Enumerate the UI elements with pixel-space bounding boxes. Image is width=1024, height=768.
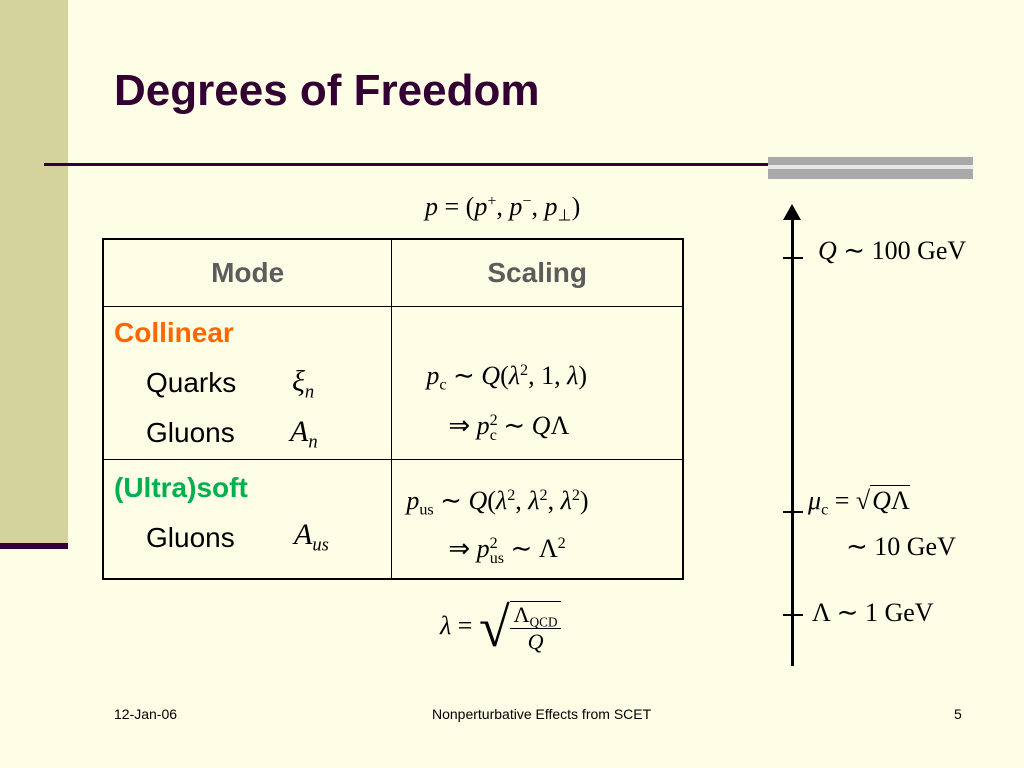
ultrasoft-mode-cell: (Ultra)soft Gluons Aus — [102, 459, 393, 580]
collinear-scaling-cell: pc ∼ Q(λ2, 1, λ) ⇒ p2c ∼ QΛ — [391, 306, 684, 460]
ultrasoft-virtuality-formula: ⇒ p2us ∼ Λ2 — [448, 534, 566, 567]
collinear-quarks-label: Quarks — [146, 367, 237, 398]
left-accent-bar — [0, 543, 68, 549]
ultrasoft-label: (Ultra)soft — [114, 472, 248, 503]
header-mode: Mode — [102, 238, 393, 307]
collinear-mode-cell: Collinear Quarks ξn Gluons An — [102, 306, 393, 460]
slide-title: Degrees of Freedom — [114, 66, 540, 115]
modes-table: Mode Scaling Collinear Quarks ξn Gluons … — [102, 238, 684, 580]
collinear-scale-tick — [783, 511, 803, 513]
table-header-row: Mode Scaling — [102, 238, 684, 307]
collinear-gluon-field-symbol: An — [290, 415, 318, 453]
collinear-gluons-label: Gluons — [146, 417, 235, 448]
ultrasoft-gluon-field-symbol: Aus — [294, 518, 329, 556]
quark-field-symbol: ξn — [292, 365, 315, 403]
soft-scale-label: Λ ∼ 1 GeV — [812, 598, 934, 627]
collinear-virtuality-formula: ⇒ p2c ∼ QΛ — [448, 411, 570, 444]
momentum-definition: p = (p+, p−, p⊥) — [425, 192, 581, 225]
collinear-scaling-formula: pc ∼ Q(λ2, 1, λ) — [426, 361, 588, 394]
soft-scale-tick — [783, 614, 803, 616]
table-row: (Ultra)soft Gluons Aus pus ∼ Q(λ2, λ2, λ… — [102, 459, 684, 580]
hard-scale-tick — [783, 257, 803, 259]
collinear-label: Collinear — [114, 317, 234, 348]
left-decor-band — [0, 0, 68, 548]
header-scaling: Scaling — [391, 238, 684, 307]
title-rule — [44, 163, 768, 166]
collinear-scale-label: μc = √QΛ — [808, 485, 910, 519]
ultrasoft-gluons-label: Gluons — [146, 522, 235, 553]
energy-axis-arrowhead — [783, 204, 801, 220]
page-number: 5 — [954, 706, 962, 722]
ultrasoft-scaling-cell: pus ∼ Q(λ2, λ2, λ2) ⇒ p2us ∼ Λ2 — [391, 459, 684, 580]
rule-block-line — [768, 165, 973, 169]
table-row: Collinear Quarks ξn Gluons An pc ∼ Q(λ2,… — [102, 306, 684, 460]
ultrasoft-scaling-formula: pus ∼ Q(λ2, λ2, λ2) — [406, 486, 589, 519]
footer-title: Nonperturbative Effects from SCET — [432, 706, 652, 722]
energy-axis — [791, 216, 794, 666]
footer-date: 12-Jan-06 — [114, 706, 178, 722]
hard-scale-label: Q ∼ 100 GeV — [818, 236, 967, 265]
collinear-scale-value: ∼ 10 GeV — [846, 532, 956, 561]
